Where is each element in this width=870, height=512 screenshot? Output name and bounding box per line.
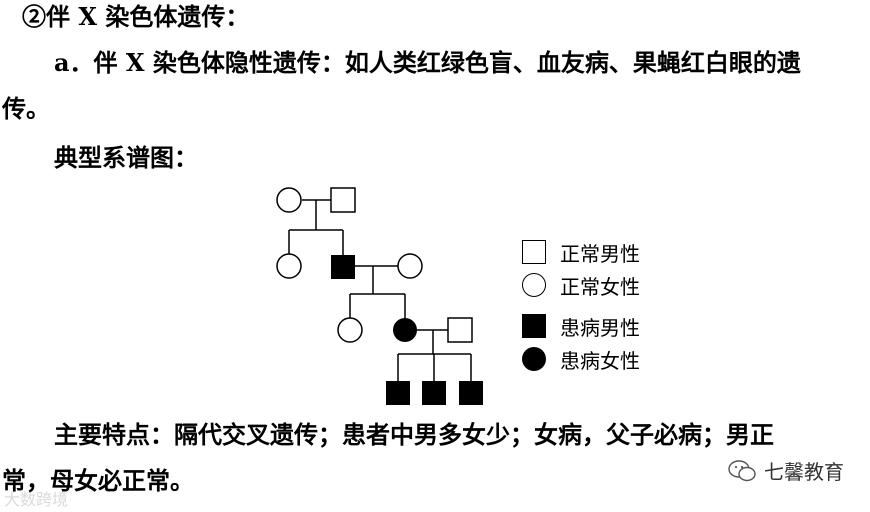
watermark: 大数跨境 [4, 490, 69, 509]
legend-normal-female: 正常女性 [522, 270, 640, 300]
individual-IV-2-affected-male [422, 381, 446, 405]
brand-name: 七馨教育 [764, 460, 844, 484]
individual-IV-1-affected-male [386, 381, 410, 405]
legend-affected-female: 患病女性 [522, 344, 640, 374]
subheading-line-1: a．伴 X 染色体隐性遗传：如人类红绿色盲、血友病、果蝇红白眼的遗 [54, 48, 801, 78]
wechat-icon [728, 459, 756, 481]
legend-normal-male: 正常男性 [522, 237, 640, 267]
individual-I-2-normal-male [330, 187, 356, 213]
individual-I-1-normal-female [276, 187, 302, 213]
pedigree-chart [276, 187, 483, 405]
individual-III-3-normal-male [447, 317, 473, 343]
features-line-2: 常，母女必正常。 [2, 466, 194, 495]
individual-IV-3-affected-male [459, 381, 483, 405]
section-heading: ②伴 X 染色体遗传： [22, 2, 250, 31]
open-circle-icon [522, 273, 546, 297]
legend-label: 患病男性 [560, 315, 640, 340]
individual-II-2-affected-male [331, 255, 355, 279]
pedigree-lines [288, 199, 472, 381]
legend-affected-male: 患病男性 [522, 311, 640, 341]
subheading-text: a．伴 X 染色体隐性遗传：如人类红绿色盲、血友病、果蝇红白眼的遗 [54, 48, 801, 77]
filled-square-icon [522, 314, 546, 338]
brand-badge: 七馨教育 [728, 456, 844, 485]
filled-circle-icon [522, 347, 546, 371]
individual-III-2-affected-female [393, 318, 417, 342]
subheading-text-cont: 传。 [2, 94, 50, 123]
individual-III-1-normal-female [337, 317, 363, 343]
legend-label: 正常女性 [560, 274, 640, 299]
features-line-1: 主要特点：隔代交叉遗传；患者中男多女少；女病，父子必病；男正 [54, 420, 774, 449]
individual-II-1-normal-female [276, 253, 302, 279]
subheading-line-2: 传。 [2, 94, 50, 124]
legend-label: 患病女性 [560, 348, 640, 373]
legend-label: 正常男性 [560, 241, 640, 266]
diagram-title: 典型系谱图： [54, 143, 198, 172]
open-square-icon [522, 240, 546, 264]
individual-II-3-normal-female [397, 253, 423, 279]
